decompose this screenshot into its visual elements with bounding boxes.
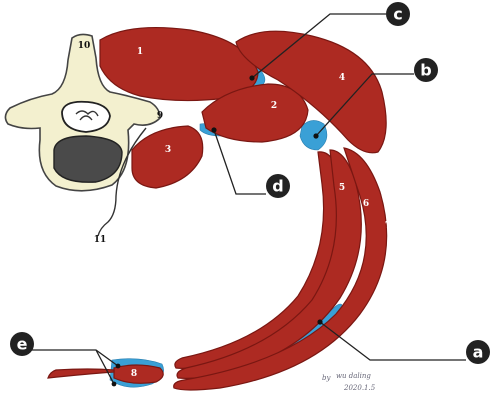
callout-bubble-a: [466, 340, 490, 364]
label-2: 2: [271, 101, 277, 111]
label-10: 10: [78, 41, 91, 51]
label-5: 5: [339, 183, 345, 193]
artist-signature: by wu daling 2020.1.5: [322, 372, 376, 392]
muscles: [47, 26, 388, 391]
callout-letter-c: c: [393, 5, 402, 24]
callout-dot-d: [211, 127, 217, 133]
label-7: 7: [385, 221, 391, 231]
spinal-cord-marking: [75, 110, 99, 121]
vertebra: [4, 33, 161, 237]
callout-bubble-c: [386, 2, 410, 26]
signature-by: by: [322, 374, 331, 382]
callouts: c b d a e: [10, 2, 490, 387]
label-4: 4: [339, 73, 345, 83]
callout-dot-a: [317, 319, 323, 325]
spinal-canal: [61, 100, 111, 133]
muscle-1: [99, 26, 259, 102]
signature-name: wu daling: [336, 372, 371, 380]
label-8: 8: [131, 369, 137, 379]
muscle-4: [235, 30, 387, 154]
callout-bubble-d: [266, 174, 290, 198]
callout-letter-d: d: [272, 177, 283, 196]
label-3: 3: [165, 145, 171, 155]
callout-letter-b: b: [420, 61, 431, 80]
label-11: 11: [94, 235, 107, 245]
callout-dot-e1: [115, 363, 121, 369]
muscle-8: [113, 364, 164, 384]
callout-letter-a: a: [473, 343, 484, 362]
label-9: 9: [157, 111, 163, 121]
callout-bubble-b: [414, 58, 438, 82]
muscle-7: [173, 147, 388, 391]
nerve-11: [97, 127, 147, 237]
fascia-b: [299, 120, 328, 151]
callout-letter-e: e: [17, 335, 28, 354]
structure-labels: 1 2 3 4 5 6 7 8 9 10 11: [78, 41, 391, 379]
label-6: 6: [363, 199, 369, 209]
label-1: 1: [137, 47, 143, 57]
signature-date: 2020.1.5: [343, 384, 376, 392]
callout-line-d: [213, 129, 266, 195]
muscle-8-tendon: [47, 368, 115, 379]
callout-dot-e2: [111, 381, 117, 387]
callout-dot-b: [313, 133, 319, 139]
callout-line-e: [30, 349, 119, 385]
muscle-2: [201, 83, 309, 143]
callout-dot-c: [249, 75, 255, 81]
callout-line-b: [315, 73, 414, 137]
callout-line-a: [319, 321, 466, 361]
callout-bubble-e: [10, 332, 34, 356]
muscle-3: [131, 125, 204, 189]
callout-line-c: [251, 13, 386, 79]
vertebral-body: [53, 135, 123, 183]
